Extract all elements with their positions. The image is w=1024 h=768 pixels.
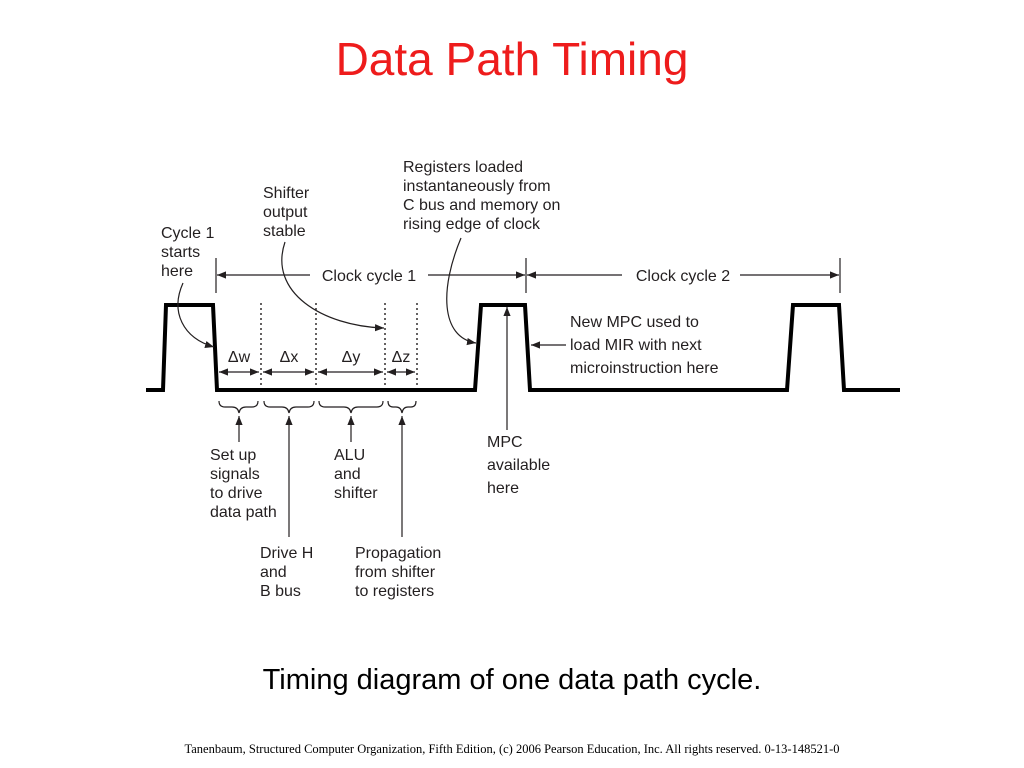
delta-y-label: Δy bbox=[342, 349, 361, 366]
clock-cycle-1-label: Clock cycle 1 bbox=[322, 268, 416, 285]
registers-loaded-label: Registers loaded instantaneously from C … bbox=[403, 159, 565, 233]
cycle1-start-arrow bbox=[177, 282, 215, 348]
drive-h-b-label: Drive H and B bus bbox=[260, 545, 318, 600]
brace-w bbox=[218, 400, 259, 414]
clock-cycle-2-label: Clock cycle 2 bbox=[636, 268, 730, 285]
copyright-footer: Tanenbaum, Structured Computer Organizat… bbox=[184, 742, 840, 756]
propagation-label: Propagation from shifter to registers bbox=[355, 545, 446, 600]
shifter-stable-label: Shifter output stable bbox=[263, 185, 314, 240]
mpc-available-label: MPC available here bbox=[487, 434, 555, 497]
figure-caption: Timing diagram of one data path cycle. bbox=[262, 664, 762, 696]
delta-w-label: Δw bbox=[228, 349, 251, 366]
clock-waveform bbox=[146, 303, 900, 392]
new-mpc-label: New MPC used to load MIR with next micro… bbox=[570, 314, 719, 377]
shifter-stable-arrow bbox=[281, 241, 385, 332]
cycle1-start-label: Cycle 1 starts here bbox=[161, 225, 219, 280]
brace-x bbox=[263, 400, 315, 414]
registers-loaded-arrow bbox=[446, 237, 477, 346]
brace-y bbox=[318, 400, 384, 414]
brace-z bbox=[387, 400, 417, 414]
alu-shifter-label: ALU and shifter bbox=[334, 447, 378, 502]
slide-title: Data Path Timing bbox=[335, 33, 689, 85]
setup-signals-label: Set up signals to drive data path bbox=[210, 447, 277, 521]
delta-x-label: Δx bbox=[280, 349, 299, 366]
delta-z-label: Δz bbox=[392, 349, 411, 366]
